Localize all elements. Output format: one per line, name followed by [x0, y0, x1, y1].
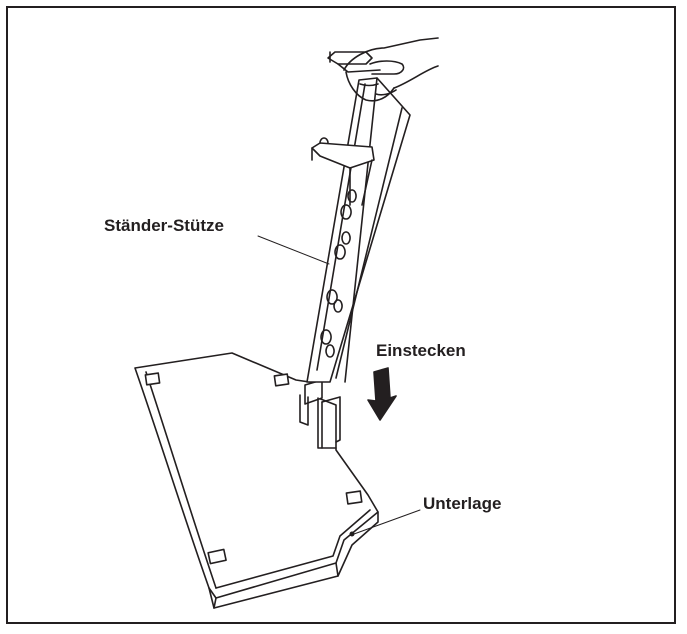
base-pad [273, 373, 290, 387]
base-pad [207, 548, 227, 565]
base-callout-dot [349, 531, 355, 537]
label-base: Unterlage [423, 494, 502, 513]
label-stand-support: Ständer-Stütze [104, 216, 224, 235]
leader-base [353, 509, 421, 535]
leader-stand-support [257, 235, 330, 265]
base-pad [345, 490, 363, 505]
label-insert: Einstecken [376, 341, 466, 360]
stand-support [306, 51, 411, 383]
hands [343, 37, 439, 102]
diagram-frame [6, 6, 676, 624]
insert-arrow [367, 367, 397, 421]
base-pad [144, 372, 161, 386]
base-plate [134, 352, 379, 609]
